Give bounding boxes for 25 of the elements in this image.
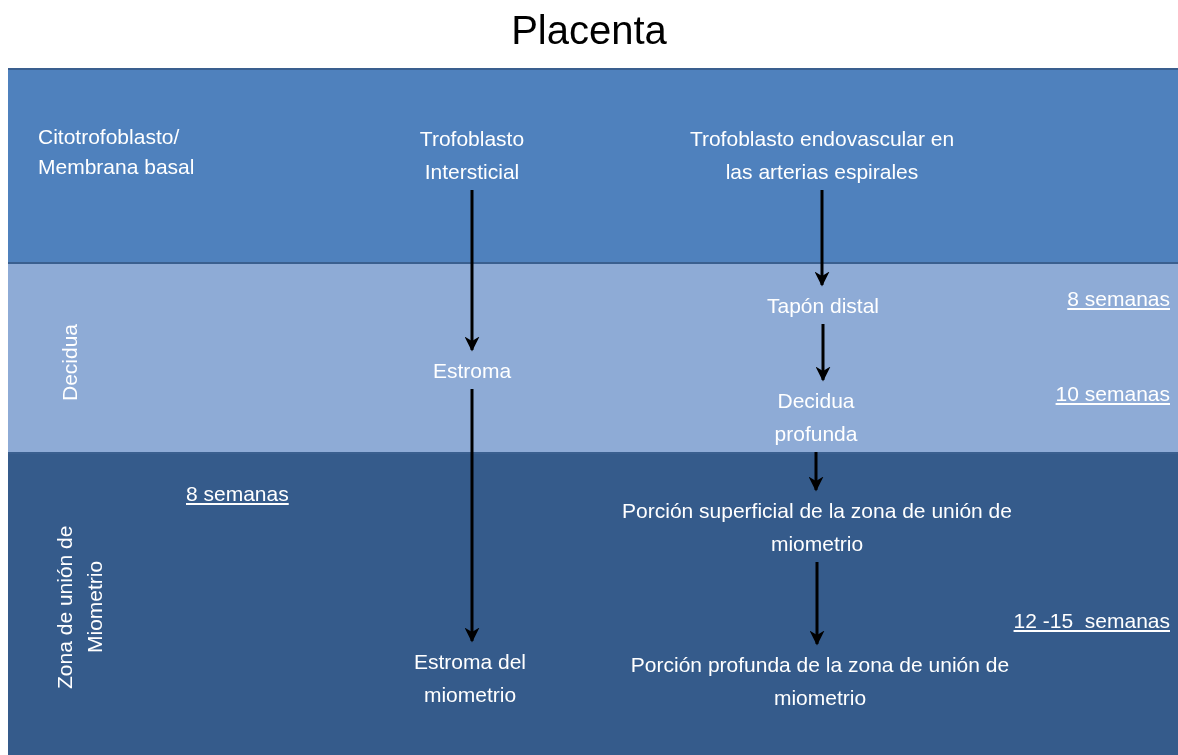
stage-text: Tapón distal: [733, 289, 913, 322]
duration-label: 8 semanas: [1067, 287, 1170, 311]
band-label: Zona de unión de Miometrio: [52, 524, 107, 691]
band: [8, 262, 1178, 452]
stage-text: Trofoblasto endovascular en las arterias espirales: [687, 122, 957, 188]
arrow: [464, 190, 480, 352]
title: Placenta: [510, 8, 668, 53]
band: [8, 68, 1178, 262]
stage-text: Estroma: [392, 354, 552, 387]
duration-label: 8 semanas: [186, 482, 289, 506]
stage-text: Trofoblasto Intersticial: [377, 122, 567, 188]
stage-text: Porción superficial de la zona de unión de miometrio: [597, 494, 1037, 560]
duration-label: 10 semanas: [1055, 382, 1170, 406]
band: [8, 452, 1178, 755]
arrow: [814, 190, 830, 287]
arrow: [808, 452, 824, 492]
duration-label: 12 -15 semanas: [1013, 609, 1170, 633]
stage-text: Decidua profunda: [741, 384, 891, 450]
arrow: [809, 562, 825, 646]
band-label: Decidua: [57, 322, 82, 403]
stage-text: Estroma del miometrio: [375, 645, 565, 711]
stage-text: Porción profunda de la zona de unión de miometrio: [610, 648, 1030, 714]
arrow: [464, 389, 480, 643]
band-label: Citotrofoblasto/ Membrana basal: [38, 124, 196, 180]
arrow: [815, 324, 831, 382]
